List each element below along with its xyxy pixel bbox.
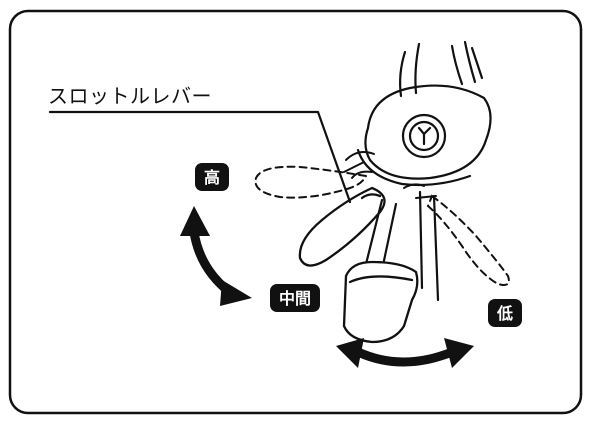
badge-high: 高 — [195, 163, 229, 191]
lever-grip — [342, 260, 419, 344]
throttle-lever-label: スロットルレバー — [48, 84, 212, 108]
diagram-frame — [8, 9, 583, 415]
lever-ghost-low — [426, 194, 510, 286]
badge-middle: 中間 — [270, 284, 320, 312]
lever-linkage — [364, 190, 440, 302]
control-housing — [356, 40, 492, 187]
badge-middle-label: 中間 — [279, 289, 311, 308]
horizontal-double-arrow-icon — [336, 338, 474, 368]
badge-low: 低 — [488, 299, 522, 327]
lever-ghost-high — [254, 165, 367, 199]
badge-high-label: 高 — [204, 168, 220, 187]
curved-double-arrow-icon — [180, 206, 252, 306]
callout-leader-line — [48, 110, 352, 204]
throttle-lever — [298, 186, 386, 267]
badge-low-label: 低 — [496, 304, 513, 323]
